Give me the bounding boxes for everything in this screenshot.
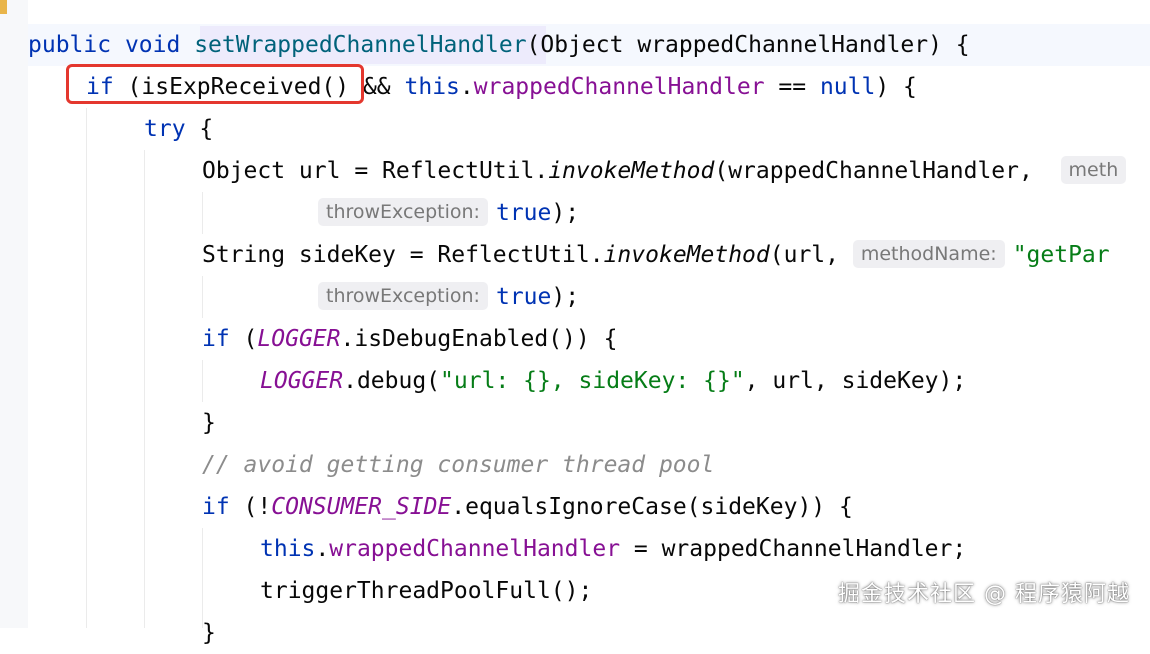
token-text: String sideKey = ReflectUtil. [202, 242, 604, 268]
indent-guide [86, 108, 87, 628]
token-keyword: if [202, 494, 230, 520]
token-keyword: this [260, 536, 316, 562]
token-text: .isDebugEnabled()) { [340, 326, 618, 352]
token-keyword: null [819, 74, 876, 100]
code-line-7[interactable]: throwException: true); [318, 276, 579, 318]
token-text: } [202, 620, 216, 646]
indent-guide [202, 360, 203, 402]
token-text: = wrappedChannelHandler; [620, 536, 967, 562]
code-line-10[interactable]: } [202, 402, 216, 444]
token-text: (wrappedChannelHandler, [714, 158, 1061, 184]
token-text: ); [551, 284, 580, 310]
code-line-4[interactable]: Object url = ReflectUtil.invokeMethod(wr… [202, 150, 1134, 192]
token-static-method[interactable]: invokeMethod [603, 242, 770, 268]
token-text: (url, [769, 242, 853, 268]
annotation-highlight-box [66, 64, 364, 104]
parameter-hint: methodName: [852, 240, 1005, 268]
code-line-12[interactable]: if (!CONSUMER_SIDE.equalsIgnoreCase(side… [202, 486, 853, 528]
parameter-hint: throwException: [318, 198, 488, 226]
token-space [180, 32, 194, 58]
token-keyword: try [144, 116, 186, 142]
token-field[interactable]: wrappedChannelHandler [473, 74, 765, 100]
indent-guide [202, 528, 203, 628]
code-line-11[interactable]: // avoid getting consumer thread pool [202, 444, 714, 486]
token-text: ) { [875, 74, 917, 100]
watermark-text: 掘金技术社区 @ 程序猿阿越 [838, 582, 1130, 607]
token-comment: // avoid getting consumer thread pool [202, 452, 715, 478]
method-name-highlight [200, 26, 546, 64]
parameter-hint: throwException: [318, 282, 488, 310]
token-space [111, 32, 125, 58]
token-text: , url, sideKey); [744, 368, 967, 394]
token-text: .debug( [343, 368, 441, 394]
token-text: . [459, 74, 474, 100]
indent-guide [202, 276, 203, 318]
indent-guide [144, 150, 145, 628]
code-line-15[interactable]: } [202, 612, 216, 654]
parameter-hint: meth [1060, 156, 1127, 184]
token-field[interactable]: wrappedChannelHandler [329, 536, 621, 562]
token-text: Object url = ReflectUtil. [202, 158, 549, 184]
token-keyword: if [202, 326, 230, 352]
token-static-field[interactable]: LOGGER [260, 368, 344, 394]
token-text: ( [229, 326, 258, 352]
code-line-2[interactable]: if (isExpReceived() && this.wrappedChann… [86, 66, 917, 108]
gutter-change-marker [0, 0, 7, 14]
token-text: ); [551, 200, 580, 226]
token-string: "getPar [1012, 242, 1110, 268]
code-line-8[interactable]: if (LOGGER.isDebugEnabled()) { [202, 318, 617, 360]
token-keyword: if [86, 74, 114, 100]
token-text: { [185, 116, 214, 142]
token-text: (! [229, 494, 272, 520]
code-line-1[interactable]: public void setWrappedChannelHandler(Obj… [28, 24, 970, 66]
code-line-5[interactable]: throwException: true); [318, 192, 579, 234]
token-text: triggerThreadPoolFull(); [260, 578, 593, 604]
token-keyword: public [28, 32, 112, 58]
code-line-14[interactable]: triggerThreadPoolFull(); [260, 570, 592, 612]
token-method-name[interactable]: setWrappedChannelHandler [194, 32, 527, 58]
code-line-13[interactable]: this.wrappedChannelHandler = wrappedChan… [260, 528, 966, 570]
code-line-9[interactable]: LOGGER.debug("url: {}, sideKey: {}", url… [260, 360, 966, 402]
token-text: .equalsIgnoreCase(sideKey)) { [451, 494, 853, 520]
token-text: == [764, 74, 820, 100]
token-text: (isExpReceived() && [113, 74, 405, 100]
editor-gutter [0, 0, 28, 628]
code-line-6[interactable]: String sideKey = ReflectUtil.invokeMetho… [202, 234, 1110, 276]
code-line-3[interactable]: try { [144, 108, 213, 150]
indent-guide [202, 192, 203, 234]
token-keyword: true [495, 200, 552, 226]
token-static-method[interactable]: invokeMethod [548, 158, 715, 184]
token-keyword: true [495, 284, 552, 310]
token-static-field[interactable]: LOGGER [257, 326, 341, 352]
token-static-field[interactable]: CONSUMER_SIDE [271, 494, 452, 520]
token-text: (Object wrappedChannelHandler) { [526, 32, 970, 58]
token-keyword: this [404, 74, 460, 100]
token-string: "url: {}, sideKey: {}" [440, 368, 745, 394]
token-text: } [202, 410, 216, 436]
token-text: . [315, 536, 330, 562]
token-keyword: void [124, 32, 181, 58]
